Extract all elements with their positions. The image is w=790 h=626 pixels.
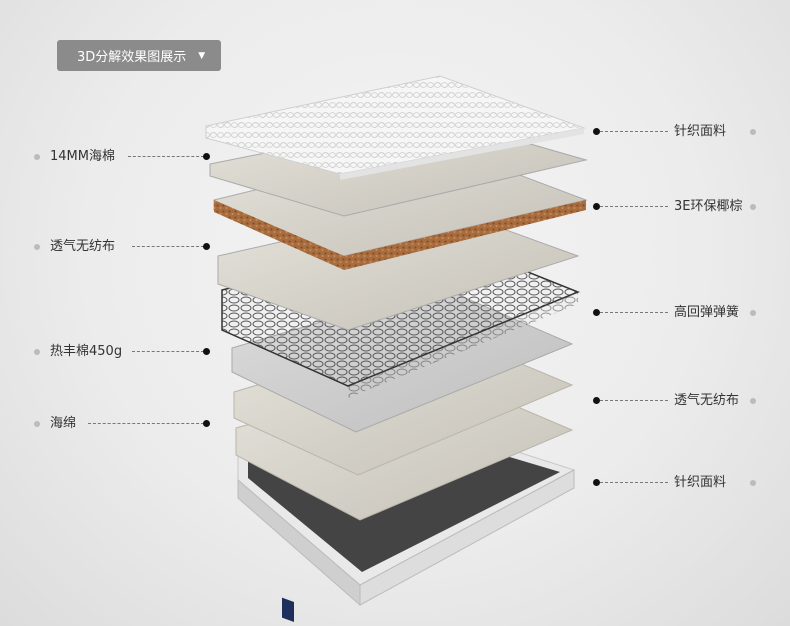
leader-line [600, 312, 668, 313]
label-sponge: 海绵 [50, 416, 77, 431]
right-marker-3 [750, 310, 756, 316]
layer-top-knit [205, 75, 586, 180]
view-selector-button[interactable]: 3D分解效果图展示 ▼ [57, 40, 221, 71]
leader-line [600, 482, 668, 483]
leader-line [128, 156, 204, 157]
leader-dot [593, 128, 600, 135]
label-thermal-cotton: 热丰棉450g [50, 344, 123, 359]
leader-dot [593, 479, 600, 486]
leader-dot [203, 153, 210, 160]
right-marker-5 [750, 480, 756, 486]
leader-line [88, 423, 204, 424]
leader-line [600, 131, 668, 132]
leader-dot [203, 243, 210, 250]
leader-dot [593, 397, 600, 404]
leader-dot [593, 203, 600, 210]
left-marker-3 [34, 349, 40, 355]
left-marker-1 [34, 154, 40, 160]
label-springs: 高回弹弹簧 [674, 305, 740, 320]
leader-dot [203, 420, 210, 427]
label-knit-top: 针织面料 [674, 124, 727, 139]
leader-line [132, 351, 204, 352]
label-14mm-sponge: 14MM海棉 [50, 149, 115, 164]
leader-dot [593, 309, 600, 316]
right-marker-4 [750, 398, 756, 404]
label-nonwoven-right: 透气无纺布 [674, 393, 740, 408]
label-nonwoven-left: 透气无纺布 [50, 239, 116, 254]
label-knit-bottom: 针织面料 [674, 475, 727, 490]
label-coir: 3E环保椰棕 [674, 199, 743, 214]
caret-down-icon: ▼ [198, 50, 206, 61]
leader-dot [203, 348, 210, 355]
right-marker-1 [750, 129, 756, 135]
left-marker-4 [34, 421, 40, 427]
leader-line [600, 206, 668, 207]
leader-line [132, 246, 204, 247]
right-marker-2 [750, 204, 756, 210]
view-selector-label: 3D分解效果图展示 [77, 50, 187, 65]
leader-line [600, 400, 668, 401]
left-marker-2 [34, 244, 40, 250]
